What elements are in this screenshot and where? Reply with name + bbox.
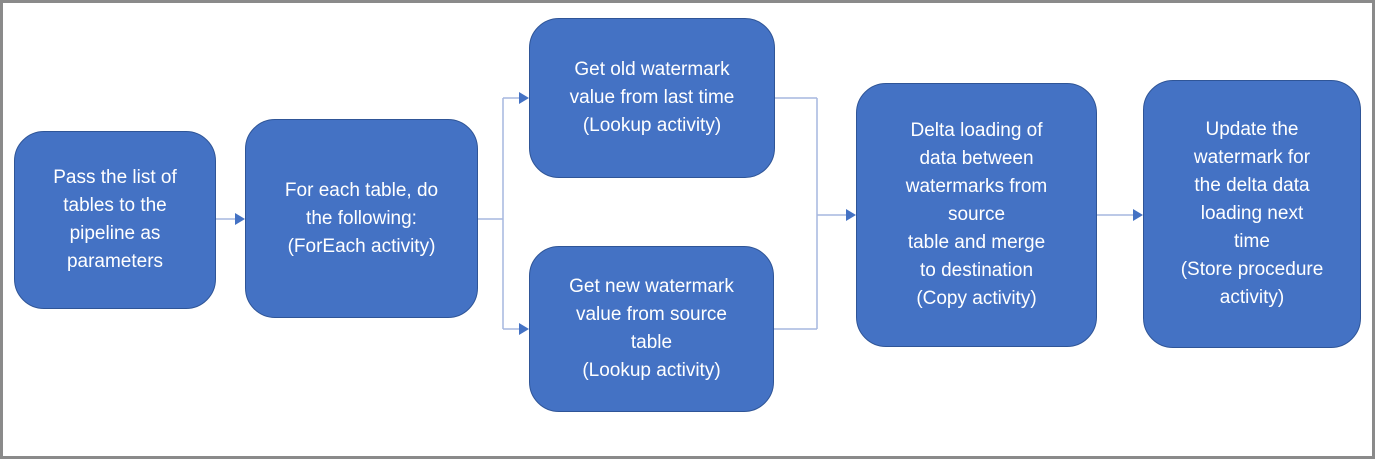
connector-pass-tables-to-foreach — [216, 213, 245, 225]
node-pass-tables-label: Pass the list of tables to the pipeline … — [53, 167, 177, 272]
arrowhead-icon — [519, 323, 529, 335]
arrowhead-icon — [235, 213, 245, 225]
connector-delta-to-update — [1097, 209, 1143, 221]
arrowhead-icon — [519, 92, 529, 104]
node-pass-tables: Pass the list of tables to the pipeline … — [14, 131, 216, 309]
connector-lookups-merge — [774, 97, 856, 330]
arrowhead-icon — [846, 209, 856, 221]
connector-foreach-branch — [478, 92, 529, 335]
node-get-old-watermark-label: Get old watermark value from last time (… — [569, 59, 735, 136]
node-delta-loading-label: Delta loading of data between watermarks… — [905, 120, 1048, 309]
node-update-watermark-label: Update the watermark for the delta data … — [1180, 119, 1324, 308]
node-get-new-watermark-label: Get new watermark value from source tabl… — [569, 276, 734, 381]
arrowhead-icon — [1133, 209, 1143, 221]
node-foreach-activity-label: For each table, do the following: (ForEa… — [284, 179, 439, 257]
node-update-watermark: Update the watermark for the delta data … — [1143, 80, 1361, 348]
node-foreach-activity: For each table, do the following: (ForEa… — [245, 119, 478, 318]
node-get-new-watermark: Get new watermark value from source tabl… — [529, 246, 774, 412]
node-delta-loading: Delta loading of data between watermarks… — [856, 83, 1097, 347]
node-get-old-watermark: Get old watermark value from last time (… — [529, 18, 775, 178]
